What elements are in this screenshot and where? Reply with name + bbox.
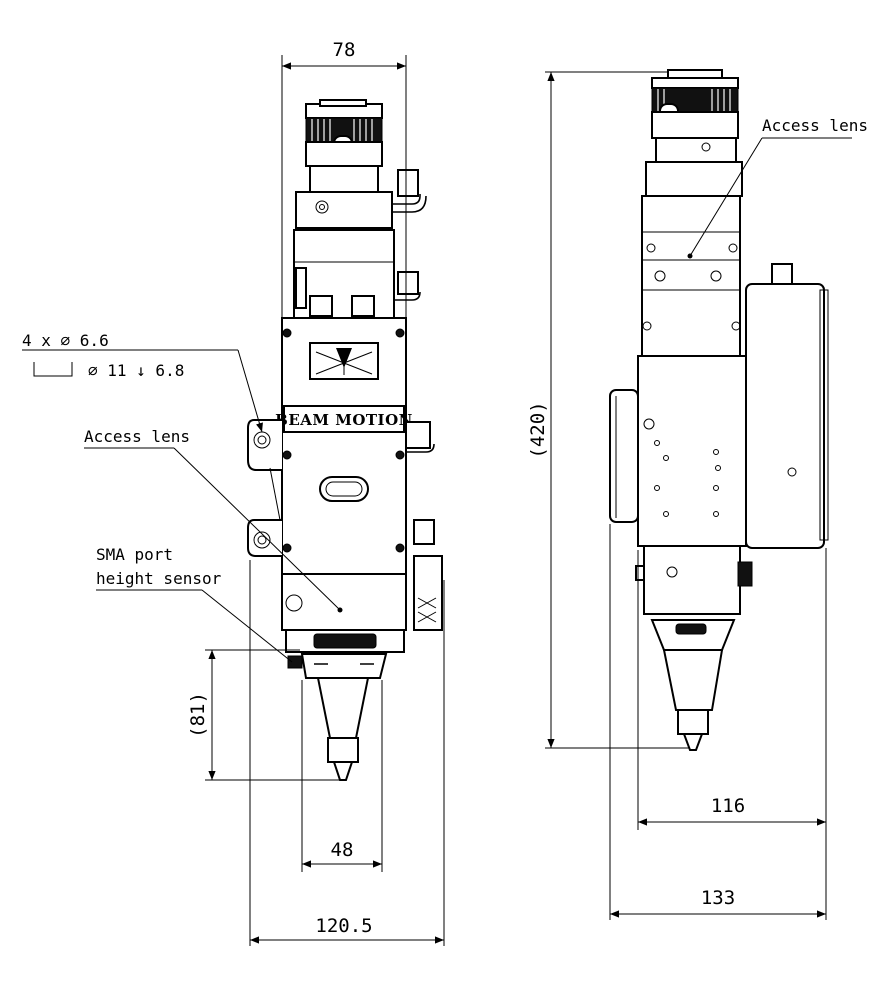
front-mount-hole-lower-inner	[257, 535, 267, 545]
side-sensor-hole	[787, 467, 797, 477]
side-nozzle-tip-body	[677, 709, 709, 735]
front-fitting-mid-pipe	[394, 291, 421, 301]
brand-plate	[283, 405, 405, 433]
side-screw-1	[646, 243, 656, 253]
front-callouts: 4 x ∅ 6.6 ∅ 11 ↓ 6.8 Access lens SMA por…	[22, 331, 341, 663]
side-cap-top	[651, 77, 739, 89]
side-sensor-connector	[771, 263, 793, 285]
side-lower-knob	[737, 561, 753, 587]
side-dimensions: (420) 116 133	[527, 71, 827, 920]
front-view: BEAM MOTION	[247, 99, 443, 781]
sma-port	[287, 655, 303, 669]
side-nozzle-cone	[662, 649, 724, 711]
side-view	[609, 69, 829, 751]
side-upper-block	[645, 161, 743, 197]
dim-width-top-front: 78	[333, 39, 356, 61]
front-knurl-lines	[311, 119, 373, 141]
hole-spec-line2: ∅ 11 ↓ 6.8	[88, 361, 184, 380]
side-lower-port	[666, 566, 678, 578]
front-nozzle-cone	[316, 677, 370, 739]
side-neck	[655, 137, 737, 163]
front-nozzle-ring	[300, 653, 388, 679]
side-screw-4	[710, 270, 722, 282]
front-screw-1-core	[319, 204, 325, 210]
front-corner-bolt-5	[282, 543, 292, 553]
front-corner-bolt-4	[395, 450, 405, 460]
front-collar	[305, 141, 383, 167]
laser-warning-icon-arrow	[336, 348, 352, 368]
counterbore-icon	[33, 362, 73, 377]
front-mount-hole-lower	[253, 531, 271, 549]
side-collimator-block	[641, 195, 741, 357]
side-sensor-edge	[819, 289, 829, 541]
front-mount-hole-upper-inner	[257, 435, 267, 445]
front-connector-2	[351, 295, 375, 317]
dim-side-width-small: 116	[711, 795, 745, 817]
side-lower-tab	[635, 565, 645, 581]
side-cap-rim	[667, 69, 723, 79]
front-cap-rim	[319, 99, 367, 107]
side-screw-2	[728, 243, 738, 253]
front-mount-web	[269, 467, 281, 521]
side-nozzle-ring-slot	[675, 623, 707, 635]
front-fitting-top-pipe	[392, 194, 421, 205]
height-sensor-label: height sensor	[96, 569, 222, 588]
front-access-window-inner	[325, 481, 363, 497]
dim-total-width-front: 120.5	[315, 915, 372, 937]
front-corner-bolt-1	[282, 328, 292, 338]
front-fitting-right-2	[413, 519, 435, 545]
sma-port-label: SMA port	[96, 545, 173, 564]
front-mount-ear-upper	[247, 419, 282, 471]
sma-port-leader	[201, 589, 293, 663]
brand-name: BEAM MOTION	[275, 411, 413, 429]
front-fitting-mid	[397, 271, 419, 295]
side-neck-screw	[701, 142, 711, 152]
dim-side-width-large: 133	[701, 887, 735, 909]
front-lower-block	[281, 573, 407, 631]
front-sensor-housing	[413, 555, 443, 631]
front-corner-bolt-2	[395, 328, 405, 338]
dim-nozzle-width: 48	[331, 839, 354, 861]
side-cover-plate	[609, 389, 639, 523]
front-upper-block	[295, 191, 393, 229]
front-screw-1	[315, 200, 329, 214]
front-corner-bolt-6	[395, 543, 405, 553]
front-fitting-top-pipe-2	[392, 195, 427, 213]
front-connector-1	[309, 295, 333, 317]
dim-nozzle-height: (81)	[187, 692, 209, 738]
side-callouts: Access lens	[689, 116, 868, 257]
access-lens-front-label: Access lens	[84, 427, 190, 446]
access-lens-front-leader	[173, 447, 341, 611]
front-collar-slot	[313, 633, 377, 649]
front-lower-port	[285, 594, 303, 612]
front-fitting-right-1-pipe	[406, 443, 435, 453]
front-corner-bolt-3	[282, 450, 292, 460]
side-collar	[651, 111, 739, 139]
side-nozzle-tip	[682, 733, 704, 751]
hole-spec-line1: 4 x ∅ 6.6	[22, 331, 109, 350]
dim-height-total-side: (420)	[527, 401, 549, 458]
front-side-tab	[295, 267, 307, 309]
access-lens-side-label: Access lens	[762, 116, 868, 135]
front-dimensions: 78 (81) 48 120.5	[187, 39, 445, 946]
side-lower-block	[643, 545, 741, 615]
front-fitting-top	[397, 169, 419, 197]
side-screw-5	[642, 321, 652, 331]
side-main-body	[637, 355, 747, 547]
side-body-holes	[654, 440, 721, 517]
front-fitting-right-1	[405, 421, 431, 449]
front-nozzle-tip-body	[327, 737, 359, 763]
hole-spec-leader	[237, 349, 263, 433]
front-nozzle-tip	[332, 761, 354, 781]
front-sensor-knurl	[417, 597, 437, 623]
side-screw-6	[731, 321, 741, 331]
side-body-screw	[643, 418, 655, 430]
front-access-window	[319, 476, 369, 502]
side-sensor-module	[745, 283, 825, 549]
side-screw-3	[654, 270, 666, 282]
access-lens-side-leader	[689, 137, 763, 257]
front-neck	[309, 165, 379, 193]
